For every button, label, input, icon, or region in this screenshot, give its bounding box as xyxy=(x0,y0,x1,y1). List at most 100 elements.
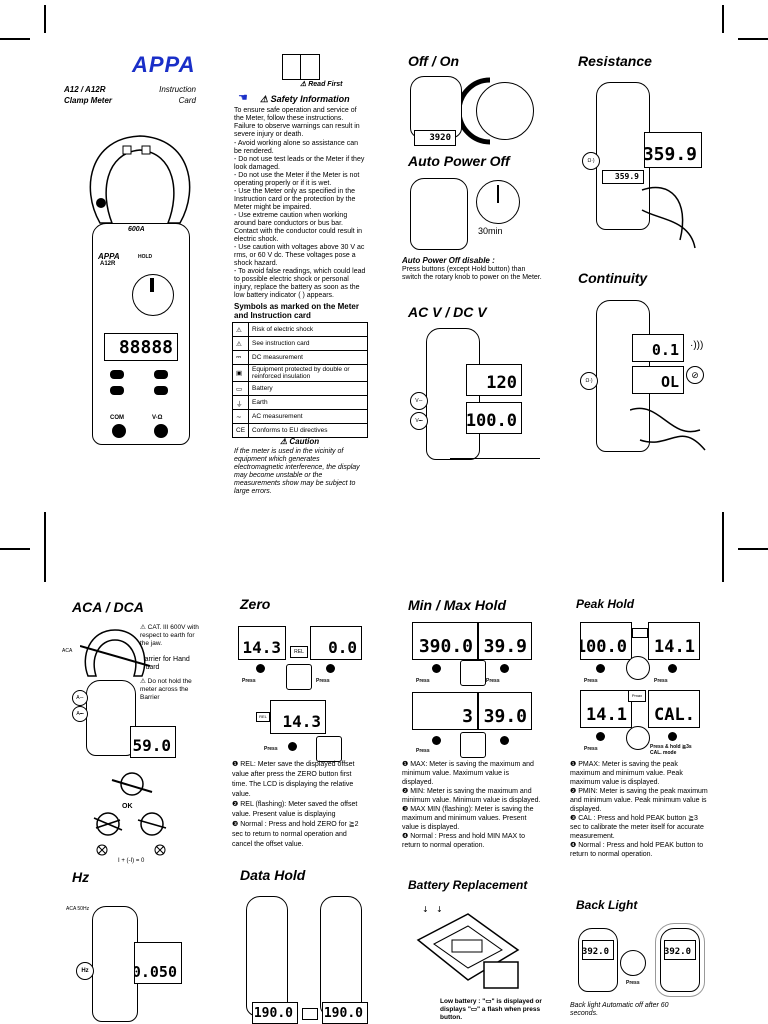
meter-apo xyxy=(410,178,468,250)
safety-item: - To avoid false readings, which could l… xyxy=(234,268,366,299)
peak-step xyxy=(668,732,677,741)
section-hz: Hz xyxy=(72,869,90,885)
lcd-value: 39.0 xyxy=(483,706,527,727)
symbol-icon: ▭ xyxy=(231,381,250,396)
meter-illustration: 600A APPA A12R HOLD 88888 COM V-Ω xyxy=(80,128,200,448)
crop-mark xyxy=(738,548,768,550)
minmax-button-icon xyxy=(460,660,486,686)
symbol-row: ⚠See instruction card xyxy=(231,336,368,351)
minmax-note: ❷ MIN: Meter is saving the maximum and m… xyxy=(402,788,541,804)
lcd-value: 0.050 xyxy=(134,963,177,981)
press-label: Press xyxy=(416,678,430,684)
crop-mark xyxy=(44,5,46,33)
lcd-zero3: 14.3 xyxy=(270,700,326,734)
meter-rating: 600A xyxy=(128,226,145,233)
symbol-text: Risk of electric shock xyxy=(248,322,368,337)
aca-cat-note: ⚠ CAT. III 600V with respect to earth fo… xyxy=(140,624,199,647)
meter-lcd: 88888 xyxy=(104,333,178,361)
peak-button-icon xyxy=(626,656,650,680)
lcd-value: 359.9 xyxy=(614,172,639,181)
crop-mark xyxy=(722,5,724,33)
press-label: Press xyxy=(626,980,640,986)
apo-disable-title: Auto Power Off disable : xyxy=(402,256,495,265)
symbol-text: Earth xyxy=(248,395,368,410)
knob-aca: A∼ xyxy=(72,690,88,706)
safety-title: ⚠ Safety Information xyxy=(260,94,350,104)
lcd-zero2: 0.0 xyxy=(310,626,362,660)
pmax-label-box: Pmax xyxy=(628,690,646,702)
safety-item: - Use the Meter only as specified in the… xyxy=(234,188,356,211)
press-label: Press xyxy=(242,678,256,684)
press-label: Press xyxy=(654,678,668,684)
section-continuity: Continuity xyxy=(578,270,648,286)
rel-indicator: REL xyxy=(290,646,308,658)
zero-step-3 xyxy=(288,742,297,751)
backlight-note: Back light Automatic off after 60 second… xyxy=(570,1002,669,1017)
minmax-note: ❸ MAX MIN (flashing): Meter is saving th… xyxy=(402,806,534,831)
safety-list: - Avoid working alone so assistance can … xyxy=(234,140,366,300)
lcd-value: 59.0 xyxy=(132,736,171,755)
lcd-aca: 59.0 xyxy=(130,726,176,758)
lcd-hz: 0.050 xyxy=(134,942,182,984)
peak-step xyxy=(596,732,605,741)
symbol-icon: ⚠ xyxy=(231,322,250,337)
symbol-text: Conforms to EU directives xyxy=(248,423,368,438)
symbols-title: Symbols as marked on the Meter and Instr… xyxy=(234,302,359,320)
aca-label: ACA xyxy=(62,648,73,654)
symbol-text: DC measurement xyxy=(248,350,368,365)
section-zero: Zero xyxy=(240,596,271,612)
card-title-line1: Instruction xyxy=(159,85,196,94)
peak-notes: ❶ PMAX: Meter is saving the peak maximum… xyxy=(570,760,710,859)
vohm-jack[interactable] xyxy=(154,424,168,438)
crop-mark xyxy=(722,512,724,582)
lcd-mm4: 39.0 xyxy=(478,692,532,730)
pmax-indicator xyxy=(632,628,648,638)
lcd-cont2: OL xyxy=(632,366,684,394)
symbol-text: AC measurement xyxy=(248,409,368,424)
meter-bl-on xyxy=(660,928,700,992)
safety-title-text: Safety Information xyxy=(270,94,350,104)
test-lead xyxy=(450,458,540,467)
lcd-bl-on: 392.0 xyxy=(664,940,696,960)
meter-button[interactable] xyxy=(154,370,168,379)
card-title-line2: Card xyxy=(178,96,196,105)
lcd-offon: 3920 xyxy=(414,130,456,146)
caution-title: ⚠ Caution xyxy=(280,437,320,446)
meter-offon xyxy=(410,76,462,138)
lcd-cont1: 0.1 xyxy=(632,334,684,362)
section-battery: Battery Replacement xyxy=(408,878,528,892)
crop-mark xyxy=(738,38,768,40)
lcd-dcv: 100.0 xyxy=(466,402,522,434)
knob-dca: A⎓ xyxy=(72,706,88,722)
lcd-value: 390.0 xyxy=(418,636,473,657)
rotary-knob-offon[interactable] xyxy=(476,82,534,140)
com-jack-label: COM xyxy=(110,415,124,421)
minmax-button-icon xyxy=(460,732,486,758)
model-name: A12 / A12R xyxy=(64,85,106,94)
test-lead xyxy=(641,186,696,249)
lcd-value: 100.0 xyxy=(466,411,517,431)
peak-note: ❶ PMAX: Meter is saving the peak maximum… xyxy=(570,761,683,786)
meter-button[interactable] xyxy=(110,370,124,379)
book-icon xyxy=(282,54,320,80)
com-jack[interactable] xyxy=(112,424,126,438)
aca-dont-hold-note: ⚠ Do not hold the meter across the Barri… xyxy=(140,678,192,701)
mm-step xyxy=(500,664,509,673)
hand-icon: ☚ xyxy=(238,92,248,104)
symbol-icon: ▣ xyxy=(231,364,250,382)
symbol-row: ▣Equipment protected by double or reinfo… xyxy=(231,364,368,382)
lcd-zero1: 14.3 xyxy=(238,626,286,660)
meter-button[interactable] xyxy=(110,386,124,395)
safety-intro: To ensure safe operation and service of … xyxy=(234,107,360,138)
knob-hz: Hz xyxy=(76,962,94,980)
vohm-jack-label: V-Ω xyxy=(152,415,163,421)
knob-vac: V∼ xyxy=(410,392,428,410)
clock-icon xyxy=(476,180,520,224)
lcd-dh1: 190.0 xyxy=(252,1002,298,1024)
peak-step xyxy=(668,664,677,673)
read-first-label: ⚠ Read First xyxy=(300,81,343,88)
meter-dh1 xyxy=(246,896,288,1016)
meter-button[interactable] xyxy=(154,386,168,395)
lcd-value: 0.0 xyxy=(328,638,357,657)
lcd-pk2: 14.1 xyxy=(648,622,700,660)
